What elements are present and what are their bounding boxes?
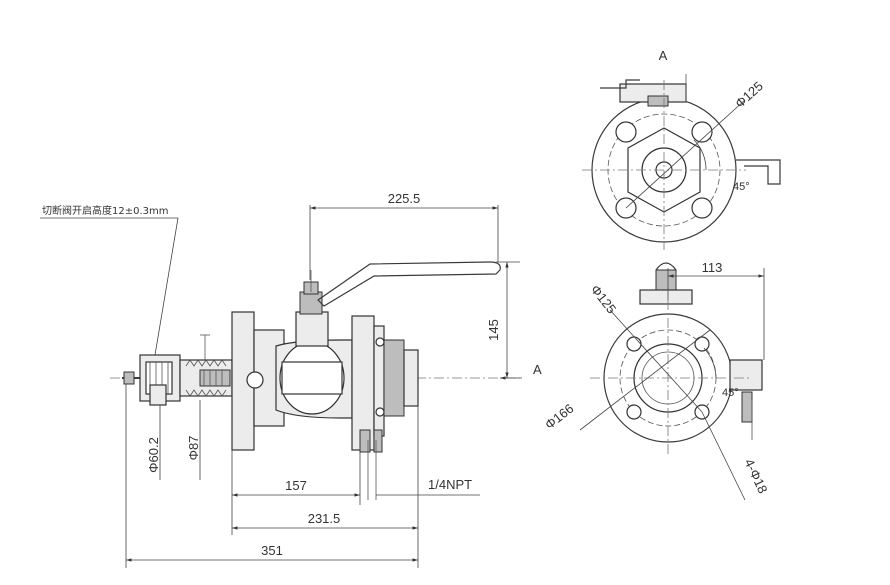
dim-npt: 1/4NPT xyxy=(428,477,472,492)
dim-351: 351 xyxy=(261,543,283,558)
dim-113: 113 xyxy=(702,260,723,275)
dim-145: 145 xyxy=(486,319,501,341)
dim-45-top: 45° xyxy=(733,181,750,193)
view-marker-side: A xyxy=(533,362,542,377)
dim-231-5: 231.5 xyxy=(308,511,341,526)
dim-phi125-top: Φ125 xyxy=(732,78,766,111)
cut-valve-note: 切断阀开启高度12±0.3mm xyxy=(42,204,169,217)
dim-phi166: Φ166 xyxy=(542,401,577,433)
side-view xyxy=(40,205,522,568)
valve-body xyxy=(275,270,353,419)
dim-phi60-2: Φ60.2 xyxy=(146,437,161,473)
dim-4phi18: 4-Φ18 xyxy=(742,456,771,495)
flange-view xyxy=(579,262,765,501)
dim-225-5: 225.5 xyxy=(388,191,421,206)
view-marker-top: A xyxy=(659,48,668,63)
top-view xyxy=(582,74,781,250)
dim-phi125-bottom: Φ125 xyxy=(588,282,620,317)
cut-valve-assembly xyxy=(122,334,233,406)
side-dimensions xyxy=(40,205,522,568)
dim-45-bottom: 45° xyxy=(722,387,739,399)
dim-phi87: Φ87 xyxy=(186,436,201,461)
handle-lever xyxy=(317,261,501,307)
dim-157: 157 xyxy=(285,478,307,493)
right-flange xyxy=(351,315,419,500)
